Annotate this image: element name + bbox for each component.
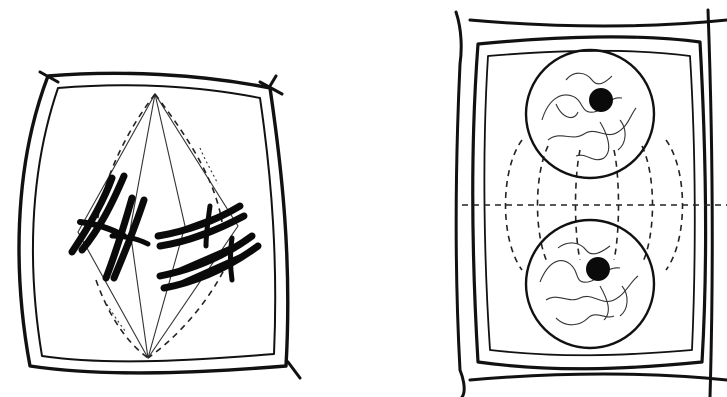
chromosome-2 (106, 198, 148, 278)
lower-chromatin (540, 243, 638, 325)
left-cell-outer-wall (19, 73, 288, 373)
left-cell (19, 72, 300, 378)
left-cell-wall-corner-br (288, 362, 300, 378)
lower-nucleolus (586, 257, 610, 281)
upper-nucleus (526, 50, 654, 178)
left-cell-membrane (33, 85, 275, 361)
upper-nucleolus (589, 88, 613, 112)
upper-chromatin (542, 73, 636, 159)
lower-nucleus (526, 220, 654, 348)
right-cell-neighbour-walls (456, 10, 727, 397)
right-cell-outer-wall (473, 37, 706, 369)
right-cell (456, 10, 727, 397)
